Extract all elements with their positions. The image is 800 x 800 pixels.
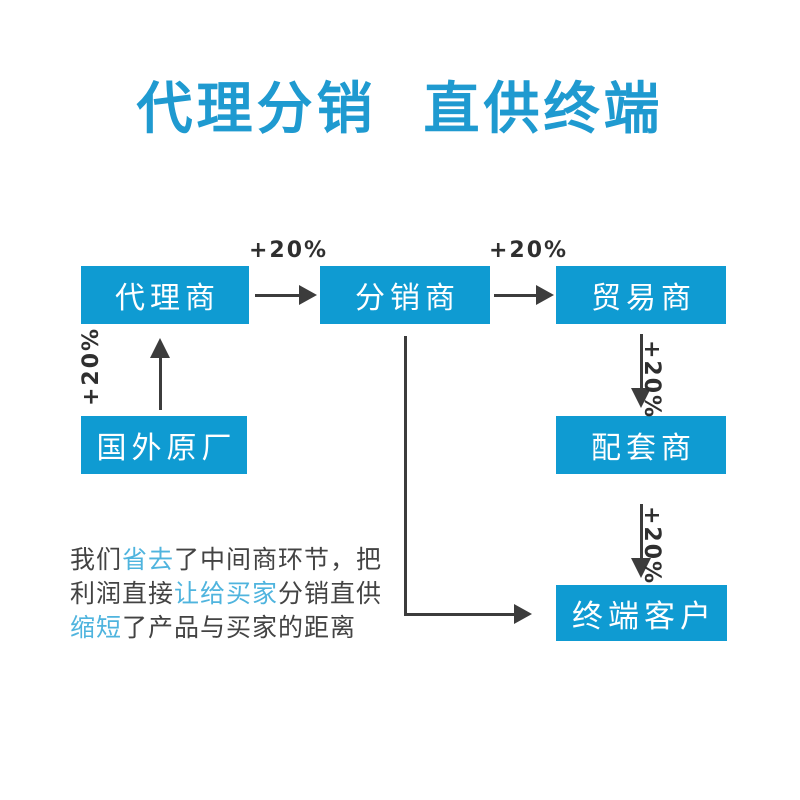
markup-agent-to-dist: +20%	[249, 238, 329, 263]
arrow-right-icon-agent-to-distributor	[255, 285, 317, 305]
blurb-line2-a: 把利润直接	[70, 545, 383, 608]
arrow-head	[299, 285, 317, 305]
arrow-head	[150, 338, 170, 358]
arrow-up-icon-factory-to-agent	[150, 338, 170, 410]
page-title: 代理分销 直供终端	[136, 77, 664, 142]
connector-distributor-to-end-customer-horizontal	[404, 613, 516, 616]
blurb-line2-highlight: 让给买家	[174, 579, 279, 608]
arrow-right-icon-distributor-to-trader	[494, 285, 554, 305]
flow-node-supporting-vendor: 配套商	[556, 416, 726, 474]
markup-support-to-customer: +20%	[639, 506, 664, 586]
arrow-shaft	[640, 334, 643, 390]
arrow-shaft	[640, 504, 643, 560]
arrow-shaft	[159, 354, 162, 410]
arrow-down-icon-trader-to-supporting-vendor	[631, 334, 651, 408]
arrow-down-icon-supporting-vendor-to-end-customer	[631, 504, 651, 578]
blurb-line4: 距离	[304, 613, 357, 642]
markup-trade-to-support: +20%	[639, 340, 664, 420]
flow-node-foreign-factory: 国外原厂	[81, 416, 247, 474]
arrow-head-distributor-to-end-customer	[514, 604, 532, 624]
markup-origin-to-agent: +20%	[79, 326, 104, 406]
arrow-head	[631, 388, 651, 408]
arrow-head	[631, 558, 651, 578]
arrow-shaft	[255, 294, 301, 297]
markup-dist-to-trade: +20%	[489, 238, 569, 263]
arrow-shaft	[494, 294, 538, 297]
blurb-line3-highlight: 缩短	[70, 613, 123, 642]
value-proposition-text: 我们省去了中间商环节，把利润直接让给买家分销直供缩短了产品与买家的距离	[70, 543, 400, 645]
flow-node-trader: 贸易商	[556, 266, 726, 324]
connector-distributor-to-end-customer-vertical	[404, 336, 407, 616]
flow-node-end-customer: 终端客户	[556, 585, 727, 641]
blurb-line2-b: 分销	[278, 579, 331, 608]
blurb-line1-a: 我们	[70, 545, 123, 574]
blurb-line1-highlight: 省去	[122, 545, 175, 574]
flow-node-distributor: 分销商	[320, 266, 490, 324]
arrow-head	[536, 285, 554, 305]
blurb-line3-b: 了产品与买家的	[122, 613, 305, 642]
blurb-line1-b: 了中间商环节，	[174, 545, 357, 574]
blurb-line3-a: 直供	[330, 579, 383, 608]
flow-node-agent: 代理商	[81, 266, 249, 324]
